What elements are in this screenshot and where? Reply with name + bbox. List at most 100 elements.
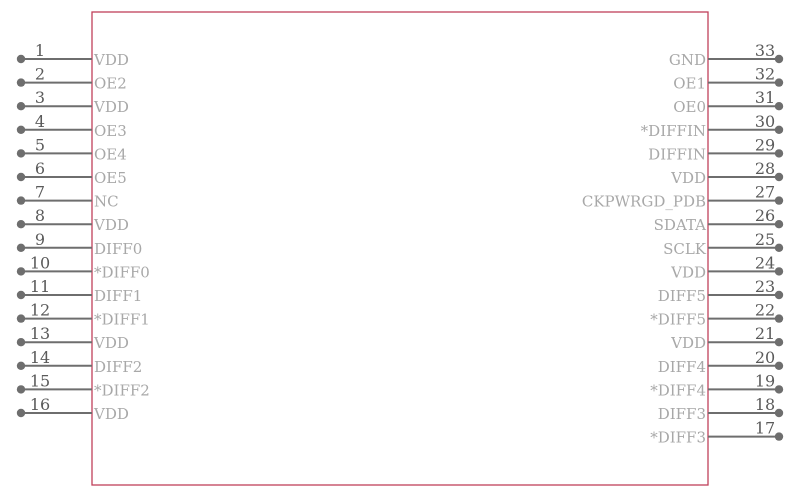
pin-name: DIFF1	[94, 287, 142, 305]
pin-name: DIFF4	[658, 358, 706, 376]
pin-name: VDD	[670, 334, 706, 352]
pin-terminal-dot	[774, 125, 784, 134]
pin-terminal-dot	[16, 172, 26, 182]
pin-19: 19*DIFF4	[650, 371, 784, 399]
pin-terminal-dot	[774, 243, 784, 252]
pin-terminal-dot	[774, 172, 784, 182]
pin-name: OE1	[673, 75, 706, 93]
pin-number: 1	[35, 41, 45, 60]
pin-name: *DIFFIN	[641, 122, 706, 140]
pin-number: 30	[755, 112, 775, 131]
pin-30: 30 *DIFFIN	[641, 112, 784, 140]
pin-terminal-dot	[774, 102, 784, 111]
pin-number: 25	[755, 230, 775, 249]
pin-number: 9	[35, 230, 45, 249]
pin-terminal-dot	[774, 361, 784, 370]
pin-number: 5	[35, 135, 45, 154]
pin-number: 29	[755, 135, 775, 154]
pin-terminal-dot	[774, 314, 784, 323]
pin-number: 26	[755, 206, 775, 225]
pin-number: 2	[35, 65, 45, 84]
pin-number: 15	[30, 371, 50, 390]
pin-name: OE4	[94, 145, 127, 163]
pin-terminal-dot	[774, 78, 784, 87]
pin-name: DIFF0	[94, 240, 142, 258]
pin-name: DIFF5	[658, 287, 706, 305]
pin-name: *DIFF4	[650, 381, 706, 399]
pin-number: 8	[35, 206, 45, 225]
right-pin-group: 33GND32OE131OE030*DIFFIN29DIFFIN28VDD27C…	[582, 41, 784, 447]
pin-number: 11	[30, 277, 50, 296]
pin-name: GND	[669, 51, 706, 69]
pin-terminal-dot	[774, 196, 784, 205]
pin-terminal-dot	[16, 102, 26, 111]
pin-number: 3	[35, 88, 45, 107]
pin-terminal-dot	[774, 290, 784, 300]
pin-name: OE3	[94, 122, 127, 140]
pin-terminal-dot	[16, 361, 26, 370]
pin-terminal-dot	[16, 314, 26, 323]
pin-number: 4	[35, 112, 45, 131]
pin-name: *DIFF1	[94, 311, 150, 329]
pin-17: 17*DIFF3	[650, 419, 784, 447]
pin-number: 14	[30, 348, 50, 367]
pin-name: OE2	[94, 75, 127, 93]
pin-number: 23	[755, 277, 775, 296]
pin-name: *DIFF2	[94, 381, 150, 399]
pin-terminal-dot	[16, 243, 26, 252]
pin-number: 20	[755, 348, 775, 367]
pin-name: VDD	[93, 405, 129, 423]
pin-terminal-dot	[774, 385, 784, 394]
pin-name: *DIFF0	[94, 263, 150, 281]
pin-terminal-dot	[774, 408, 784, 418]
pin-name: OE0	[673, 98, 706, 116]
pin-12: 12 *DIFF1	[16, 301, 150, 329]
pin-number: 33	[755, 41, 775, 60]
pin-terminal-dot	[16, 78, 26, 87]
pin-terminal-dot	[774, 149, 784, 158]
pin-number: 18	[755, 395, 775, 414]
pin-name: CKPWRGD_PDB	[582, 193, 706, 211]
pin-name: VDD	[93, 216, 129, 234]
pin-terminal-dot	[16, 290, 26, 300]
pin-number: 7	[35, 183, 45, 202]
pin-terminal-dot	[16, 54, 26, 64]
pin-number: 27	[755, 183, 775, 202]
pin-terminal-dot	[774, 338, 784, 347]
pin-terminal-dot	[16, 338, 26, 347]
component-body	[91, 11, 709, 486]
pin-name: NC	[94, 193, 119, 211]
pin-number: 31	[755, 88, 775, 107]
pin-terminal-dot	[16, 385, 26, 394]
pin-name: SCLK	[663, 240, 707, 258]
pin-name: *DIFF3	[650, 429, 706, 447]
pin-terminal-dot	[774, 432, 784, 441]
pin-10: 10 *DIFF0	[16, 253, 150, 281]
pin-number: 10	[30, 253, 50, 272]
pin-number: 12	[30, 301, 50, 320]
pin-name: VDD	[93, 98, 129, 116]
pin-terminal-dot	[774, 220, 784, 229]
